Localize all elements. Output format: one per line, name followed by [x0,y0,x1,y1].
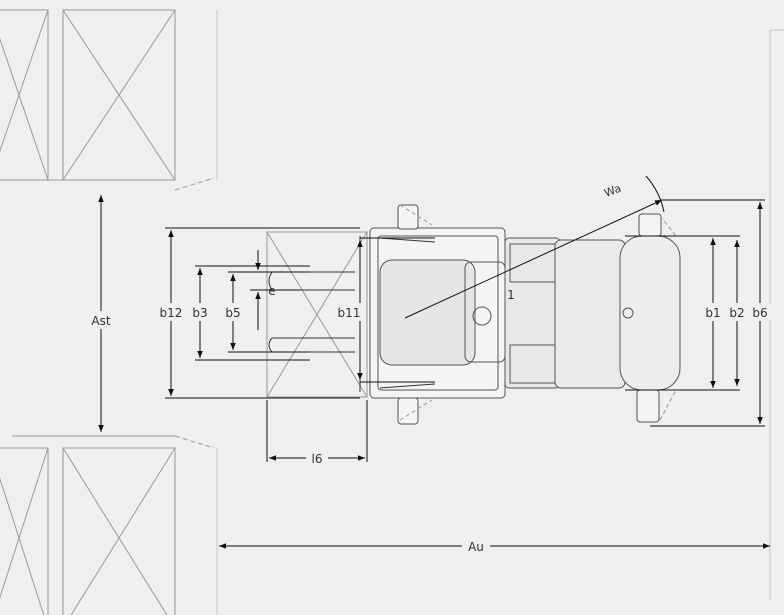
label-wa: Wa [602,182,623,200]
rack-slot-top-left [0,9,49,181]
rack-bay-bottom [0,435,215,615]
label-b11: b11 [338,306,361,320]
label-ast: Ast [91,314,110,328]
label-b5: b5 [225,306,240,320]
wa-radius [404,199,663,319]
truck-chassis [369,204,681,425]
dimension-labels: Ast b12 b3 b5 e b11 l6 Wa 1 b1 b2 b6 Au [86,182,774,554]
label-b3: b3 [192,306,207,320]
wa-arc [645,175,665,213]
label-l6: l6 [312,452,323,466]
truck-outline-dashes [399,204,677,421]
rack-slot-bottom-right [62,447,176,615]
label-e: e [268,284,275,298]
pallet-load [266,231,368,398]
label-b1: b1 [705,306,720,320]
label-b6: b6 [752,306,767,320]
rack-bay-top [0,9,215,191]
label-b2: b2 [729,306,744,320]
label-b12: b12 [160,306,183,320]
rack-slot-bottom-left [0,447,49,615]
label-au: Au [468,540,484,554]
label-1: 1 [507,288,515,302]
